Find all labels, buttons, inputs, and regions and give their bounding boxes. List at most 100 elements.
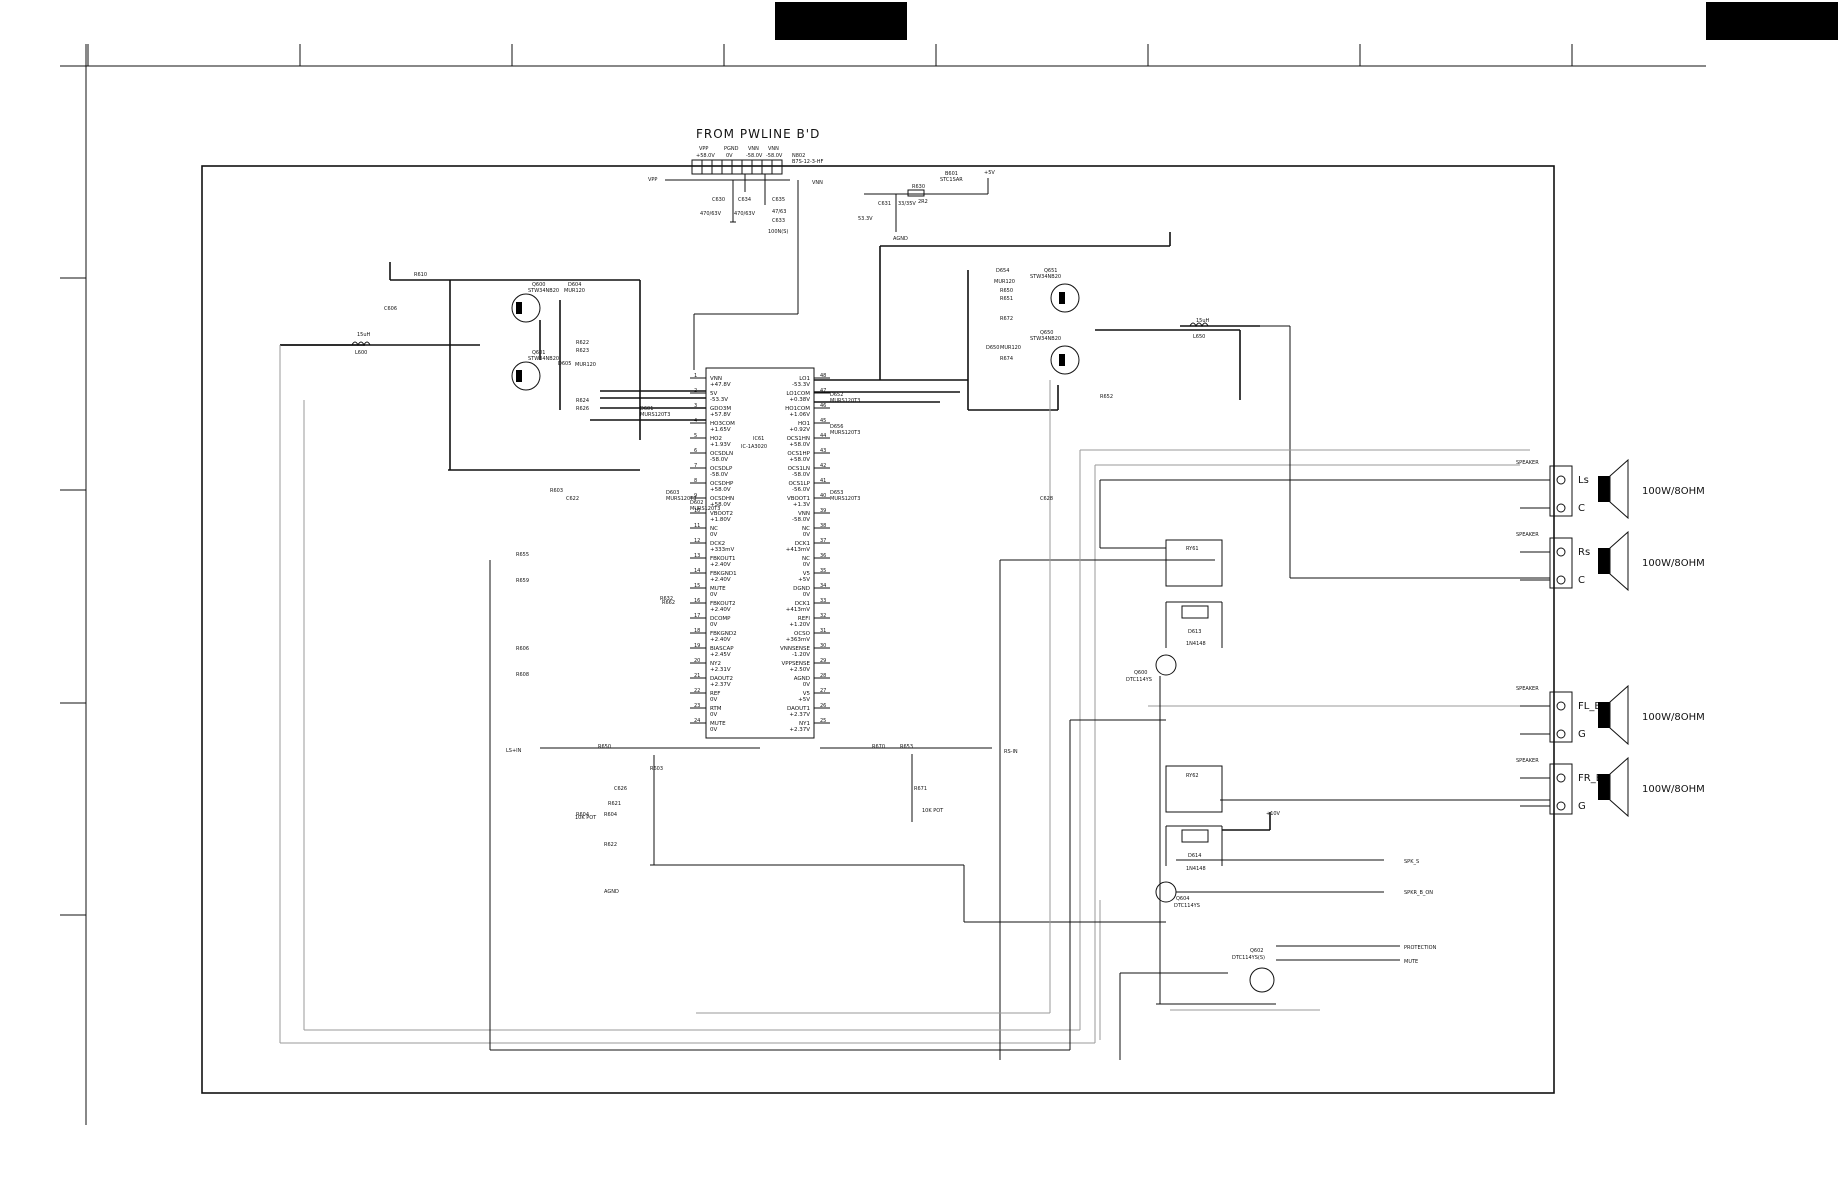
cap-c635-ref: C635 bbox=[772, 197, 785, 203]
ic-right-pin-10-name: VNN bbox=[798, 511, 810, 517]
speaker-3-magnet bbox=[1598, 702, 1610, 728]
ic-right-pin-12-voltage: +413mV bbox=[786, 547, 810, 553]
speaker-4-label: SPEAKER bbox=[1516, 758, 1539, 764]
ic-left-pin-18-voltage: +2.40V bbox=[710, 637, 731, 643]
ic-right-pin-11-name: NC bbox=[802, 526, 810, 532]
label-agnd-bottom: AGND bbox=[604, 889, 619, 895]
ic-right-pin-25-number: 25 bbox=[820, 718, 826, 724]
ic-right-pin-21-name: AGND bbox=[794, 676, 810, 682]
ic-left-pin-2-name: 5V bbox=[710, 391, 717, 397]
q651-ref: Q651 bbox=[1044, 268, 1057, 274]
ic-left-pin-4-number: 4 bbox=[694, 418, 697, 424]
ic-right-pin-13-name: NC bbox=[802, 556, 810, 562]
ic-right-pin-16-name: DCK1 bbox=[795, 601, 810, 607]
ic-right-pin-27-number: 27 bbox=[820, 688, 826, 694]
ic-right-pin-23-voltage: +2.37V bbox=[789, 712, 810, 718]
connector-volt-vnn-b: -58.0V bbox=[766, 153, 783, 159]
reg-r-val: 2R2 bbox=[918, 199, 928, 205]
d650-part: MUR120 bbox=[1000, 345, 1021, 351]
ic-right-pin-7-name: OCS1LN bbox=[788, 466, 810, 472]
ic-left-pin-2-voltage: -53.3V bbox=[710, 397, 728, 403]
ic-left-pin-16-number: 16 bbox=[694, 598, 700, 604]
part-label-19: R606 bbox=[516, 646, 529, 652]
ic-right-pin-20-name: VPPSENSE bbox=[782, 661, 811, 667]
speaker-4-rating: 100W/8OHM bbox=[1642, 784, 1705, 795]
part-label-6: R626 bbox=[576, 406, 589, 412]
ic-right-pin-22-voltage: +5V bbox=[798, 697, 810, 703]
ic-right-pin-12-name: DCK1 bbox=[795, 541, 810, 547]
ic-left-pin-19-name: BIASCAP bbox=[710, 646, 734, 652]
d613-part: 1N4148 bbox=[1186, 641, 1206, 647]
speaker-4-magnet bbox=[1598, 774, 1610, 800]
ic-left-pin-20-name: NY2 bbox=[710, 661, 721, 667]
speaker-3-rating: 100W/8OHM bbox=[1642, 712, 1705, 723]
part-label-30: R650 bbox=[598, 744, 611, 750]
q650-part: STW34NB20 bbox=[1030, 336, 1061, 342]
ic-right-pin-29-number: 29 bbox=[820, 658, 826, 664]
inductor-l650 bbox=[1180, 322, 1260, 328]
diode-d652-part: MURS120T3 bbox=[830, 398, 860, 404]
part-label-23: R603 bbox=[650, 766, 663, 772]
ic-right-pin-21-voltage: 0V bbox=[803, 682, 810, 688]
label-agnd-top: AGND bbox=[893, 236, 908, 242]
cap-c630-ref: C630 bbox=[712, 197, 725, 203]
cap-c630-val: 470/63V bbox=[700, 211, 722, 217]
ic-left-pin-7-name: OCSDLP bbox=[710, 466, 733, 472]
ic-right-pin-19-voltage: -1.20V bbox=[792, 652, 810, 658]
ic-left-pin-5-name: HO2 bbox=[710, 436, 722, 442]
diode-d602-part: MURS120T3 bbox=[690, 506, 720, 512]
ic-right-pin-34-number: 34 bbox=[820, 583, 826, 589]
speaker-4-ground: G bbox=[1578, 801, 1586, 812]
part-label-21: R632 bbox=[660, 596, 673, 602]
l650-val: 15uH bbox=[1196, 318, 1210, 324]
ic-left-pin-21-name: DAOUT2 bbox=[710, 676, 733, 682]
ic-right-pin-24-name: NY1 bbox=[799, 721, 810, 727]
part-label-7: R603 bbox=[550, 488, 563, 494]
part-label-20: R608 bbox=[516, 672, 529, 678]
ic-left-pin-12-name: DCK2 bbox=[710, 541, 725, 547]
q600d-part: DTC114YS bbox=[1126, 677, 1152, 683]
ic-left-pin-7-number: 7 bbox=[694, 463, 697, 469]
ic-right-pin-6-voltage: +58.0V bbox=[789, 457, 810, 463]
q600d-ref: Q600 bbox=[1134, 670, 1147, 676]
reg-r-ref: R630 bbox=[912, 184, 925, 190]
ic-right-pin-26-number: 26 bbox=[820, 703, 826, 709]
ic-left-pin-13-name: FBKOUT1 bbox=[710, 556, 735, 562]
ic-right-pin-24-voltage: +2.37V bbox=[789, 727, 810, 733]
ic-left-pin-8-voltage: +58.0V bbox=[710, 487, 731, 493]
ic-left-pin-15-voltage: 0V bbox=[710, 592, 717, 598]
speaker-2-channel: Rs bbox=[1578, 547, 1590, 558]
speaker-4-connector bbox=[1549, 763, 1573, 815]
pot-right: 10K POT bbox=[922, 808, 944, 814]
ic-left-pin-4-voltage: +1.65V bbox=[710, 427, 731, 433]
speaker-3-cone-icon bbox=[1609, 684, 1629, 746]
q602-ref: Q602 bbox=[1250, 948, 1263, 954]
ic-right-pin-8-voltage: -56.0V bbox=[792, 487, 810, 493]
ic-right-pin-40-number: 40 bbox=[820, 493, 826, 499]
cap-c634-ref: C634 bbox=[738, 197, 751, 203]
part-label-27: R621 bbox=[608, 801, 621, 807]
ic-right-pin-41-number: 41 bbox=[820, 478, 826, 484]
ic-left-pin-9-name: OCSDHN bbox=[710, 496, 734, 502]
ic-left-pin-13-voltage: +2.40V bbox=[710, 562, 731, 568]
inductor-l600 bbox=[280, 341, 371, 347]
speaker-1-ground: C bbox=[1578, 503, 1585, 514]
ic-left-pin-17-name: DCOMP bbox=[710, 616, 731, 622]
connector-volt-pgnd: 0V bbox=[726, 153, 733, 159]
ic-left-pin-23-name: RTM bbox=[710, 706, 722, 712]
part-label-22: R662 bbox=[662, 600, 675, 606]
ic-right-pin-6-name: OCS1HP bbox=[787, 451, 810, 457]
d614-ref: D614 bbox=[1188, 853, 1201, 859]
connector-n802 bbox=[691, 159, 783, 175]
diode-d656-ref: D656 bbox=[830, 424, 843, 430]
ic-right-pin-15-name: DGND bbox=[793, 586, 810, 592]
ic-left-pin-20-number: 20 bbox=[694, 658, 700, 664]
cap-c633-ref: C633 bbox=[772, 218, 785, 224]
d605-ref: D605 bbox=[558, 361, 571, 367]
reg-c-val: 33/35V bbox=[898, 201, 916, 207]
q601-part: STW34NB20 bbox=[528, 356, 559, 362]
speaker-group: SPEAKERLsC100W/8OHMSPEAKERRsC100W/8OHMSP… bbox=[1516, 458, 1705, 818]
diode-d602-ref: D602 bbox=[690, 500, 703, 506]
part-label-24: C626 bbox=[614, 786, 627, 792]
ic-left-pin-22-voltage: 0V bbox=[710, 697, 717, 703]
